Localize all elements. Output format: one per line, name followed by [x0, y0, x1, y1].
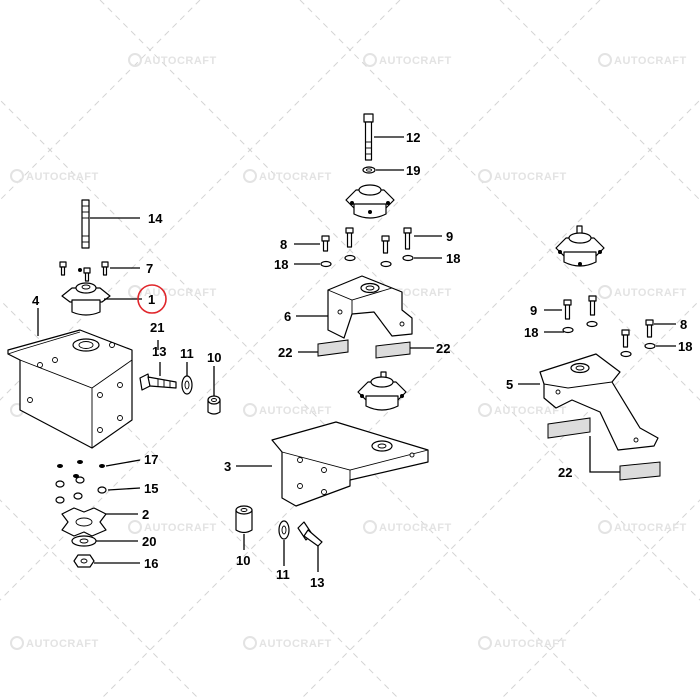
callout-10: 10 — [207, 350, 221, 365]
callout-18: 18 — [678, 339, 692, 354]
svg-text:AUTOCRAFT: AUTOCRAFT — [614, 522, 687, 534]
watermark: AUTOCRAFT — [243, 169, 332, 183]
part-bolt-13-middle — [297, 521, 323, 547]
callout-18: 18 — [524, 325, 538, 340]
part-rubber-mount-1 — [61, 282, 111, 316]
part-washer-11-left — [181, 375, 193, 395]
callout-3: 3 — [224, 459, 231, 474]
callout-labels: 12 19 14 7 1 4 21 13 11 10 8 18 9 18 6 2… — [32, 130, 692, 590]
callout-9: 9 — [446, 229, 453, 244]
part-bracket-5 — [539, 353, 659, 451]
watermark: AUTOCRAFT — [478, 636, 567, 650]
part-nut-16 — [73, 554, 95, 568]
part-stud-14 — [81, 199, 90, 249]
part-bolt-13-left — [139, 373, 177, 391]
part-bolt-12 — [363, 113, 374, 161]
svg-text:AUTOCRAFT: AUTOCRAFT — [26, 171, 99, 183]
part-mount-right — [555, 225, 605, 267]
part-pads-22-right — [547, 417, 661, 481]
watermark: AUTOCRAFT — [478, 403, 567, 417]
watermark: AUTOCRAFT — [598, 285, 687, 299]
part-bracket-4 — [7, 329, 133, 449]
callout-11: 11 — [276, 567, 290, 582]
callout-1: 1 — [148, 292, 155, 307]
callout-19: 19 — [406, 163, 420, 178]
callout-4: 4 — [32, 293, 40, 308]
part-bracket-3 — [271, 421, 429, 507]
callout-7: 7 — [146, 261, 153, 276]
part-bracket-6 — [327, 275, 413, 339]
watermark: AUTOCRAFT — [363, 520, 452, 534]
watermark: AUTOCRAFT — [10, 169, 99, 183]
callout-8: 8 — [680, 317, 687, 332]
part-washer-20 — [71, 535, 97, 547]
svg-text:AUTOCRAFT: AUTOCRAFT — [379, 522, 452, 534]
callout-11: 11 — [180, 346, 194, 361]
part-nuts-17-15 — [55, 460, 107, 504]
svg-text:AUTOCRAFT: AUTOCRAFT — [26, 638, 99, 650]
callout-13: 13 — [310, 575, 324, 590]
watermark: AUTOCRAFT — [243, 403, 332, 417]
watermark: AUTOCRAFT — [10, 636, 99, 650]
part-spacer-10-left — [207, 395, 221, 415]
part-bolts-8-9-middle — [321, 227, 412, 254]
part-spacer-10-middle — [235, 505, 253, 534]
watermark: AUTOCRAFT — [598, 520, 687, 534]
svg-text:AUTOCRAFT: AUTOCRAFT — [144, 55, 217, 67]
svg-text:AUTOCRAFT: AUTOCRAFT — [259, 638, 332, 650]
svg-text:AUTOCRAFT: AUTOCRAFT — [144, 522, 217, 534]
part-washers-18-right — [562, 320, 656, 358]
callout-22: 22 — [558, 465, 572, 480]
leader-lines — [37, 136, 676, 572]
part-screws-7 — [59, 261, 109, 282]
svg-text:AUTOCRAFT: AUTOCRAFT — [259, 405, 332, 417]
part-washers-18-middle — [320, 254, 414, 268]
svg-text:AUTOCRAFT: AUTOCRAFT — [259, 171, 332, 183]
watermark: AUTOCRAFT — [243, 636, 332, 650]
watermark: AUTOCRAFT — [128, 53, 217, 67]
callout-17: 17 — [144, 452, 158, 467]
callout-13: 13 — [152, 344, 166, 359]
callout-20: 20 — [142, 534, 156, 549]
part-washer-19 — [362, 166, 376, 174]
callout-10: 10 — [236, 553, 250, 568]
part-bolts-9-8-right — [563, 295, 654, 348]
callout-16: 16 — [144, 556, 158, 571]
callout-22: 22 — [278, 345, 292, 360]
callout-6: 6 — [284, 309, 291, 324]
callout-12: 12 — [406, 130, 420, 145]
callout-5: 5 — [506, 377, 513, 392]
callout-2: 2 — [142, 507, 149, 522]
part-plate-2 — [61, 507, 107, 537]
watermark: AUTOCRAFT — [363, 53, 452, 67]
callout-8: 8 — [280, 237, 287, 252]
highlight-circle — [137, 284, 167, 314]
callout-14: 14 — [148, 211, 163, 226]
part-mount-middle-lower — [357, 371, 407, 411]
watermark: AUTOCRAFT — [128, 520, 217, 534]
svg-text:AUTOCRAFT: AUTOCRAFT — [614, 55, 687, 67]
part-pads-22-middle — [317, 339, 411, 359]
svg-text:AUTOCRAFT: AUTOCRAFT — [494, 638, 567, 650]
svg-text:AUTOCRAFT: AUTOCRAFT — [494, 405, 567, 417]
svg-text:AUTOCRAFT: AUTOCRAFT — [614, 287, 687, 299]
callout-22: 22 — [436, 341, 450, 356]
callout-21: 21 — [150, 320, 164, 335]
callout-9: 9 — [530, 303, 537, 318]
watermark: AUTOCRAFT — [598, 53, 687, 67]
part-washer-11-middle — [278, 520, 290, 540]
part-mount-middle-top — [345, 184, 395, 219]
callout-18: 18 — [274, 257, 288, 272]
svg-text:AUTOCRAFT: AUTOCRAFT — [379, 55, 452, 67]
callout-18: 18 — [446, 251, 460, 266]
callout-15: 15 — [144, 481, 158, 496]
watermark: AUTOCRAFT — [478, 169, 567, 183]
svg-text:AUTOCRAFT: AUTOCRAFT — [494, 171, 567, 183]
